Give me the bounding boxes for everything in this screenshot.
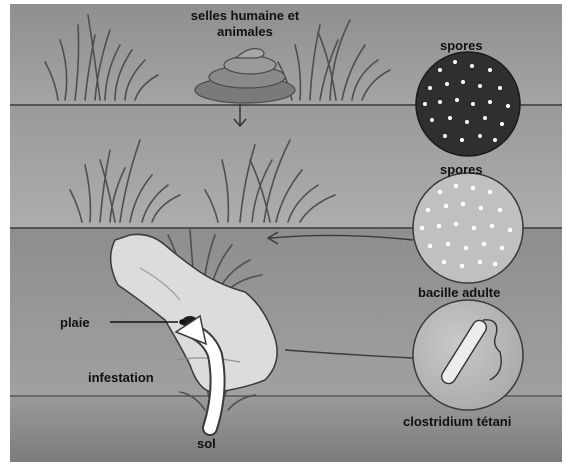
label-selles: selles humaine et animales [180,8,310,40]
label-infestation: infestation [88,370,154,385]
spore-circle-light [413,173,523,283]
spore-circle-dark [416,52,520,156]
label-plaie: plaie [60,315,90,330]
label-spores-mid: spores [440,162,483,177]
label-bacille-adulte: bacille adulte [418,285,500,300]
label-sol: sol [197,436,216,451]
bacillus-circle [413,300,523,410]
label-spores-top: spores [440,38,483,53]
label-clostridium: clostridium tétani [403,414,511,429]
